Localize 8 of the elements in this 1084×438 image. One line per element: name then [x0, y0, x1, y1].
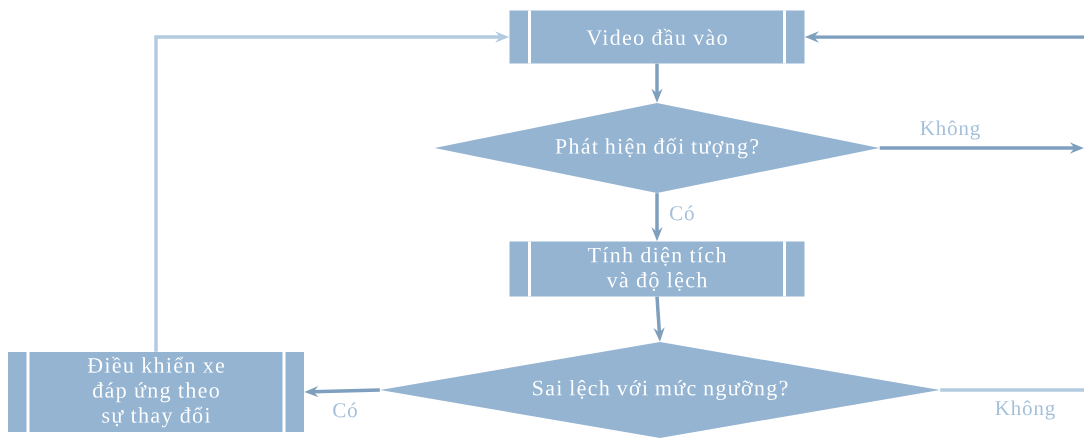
process-box: Video đầu vào: [509, 10, 805, 64]
edge-label: Có: [331, 401, 359, 419]
connector-line: [940, 388, 1084, 392]
edge-label: Không: [993, 399, 1057, 421]
process-box: Điều khiển xe đáp ứng theo sự thay đổi: [8, 352, 304, 432]
edge-label: Có: [668, 204, 696, 222]
process-box: Tính diện tích và độ lệch: [509, 241, 805, 297]
edge-label: Không: [918, 119, 982, 141]
